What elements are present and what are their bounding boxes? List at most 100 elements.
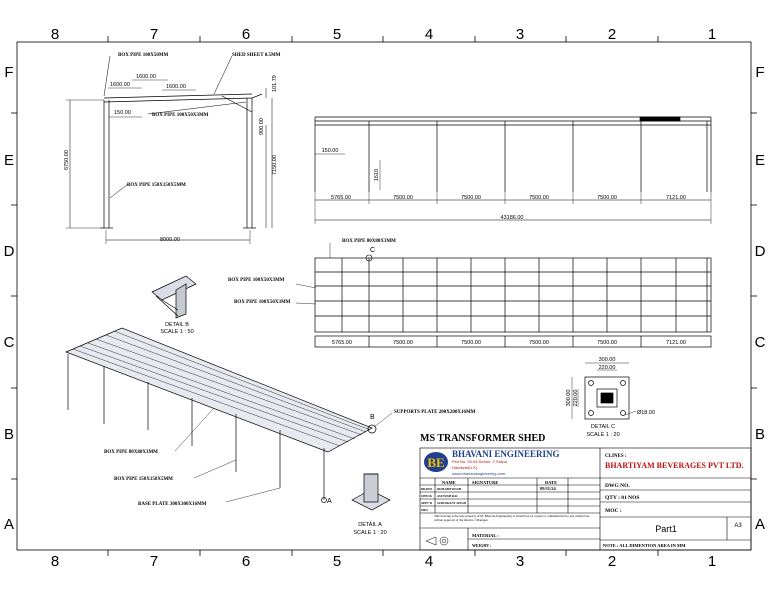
col-label-bottom-3: 3 <box>516 553 524 570</box>
detail-b-scale: SCALE 1 : 50 <box>160 329 193 335</box>
dim-150: 150.00 <box>114 110 131 116</box>
sheet-border <box>11 36 757 556</box>
col-label-top-1: 1 <box>708 26 716 43</box>
plan-view <box>295 243 712 348</box>
col-label-top-5: 5 <box>333 26 341 43</box>
plan-bay-2: 7500.00 <box>393 340 413 346</box>
ownership-note: This drawing is the sole property of M. … <box>434 515 590 522</box>
plan-bay-4: 7500.00 <box>529 340 549 346</box>
front-bay-3: 7500.00 <box>461 195 481 201</box>
moc-label: MOC : <box>605 508 622 514</box>
col-label-top-6: 6 <box>242 26 250 43</box>
label-iso-box-pipe-150: BOX PIPE 150X150X5MM <box>114 477 173 482</box>
client-name: BHARTIYAM BEVERAGES PVT LTD. <box>605 461 744 470</box>
col-label-top-8: 8 <box>51 26 59 43</box>
row-appvd-label: APPV'D <box>421 501 433 505</box>
checked-by-name: ASUTOSH RAI <box>437 494 458 498</box>
dwg-no-label: DWG NO. <box>605 483 630 489</box>
row-label-left-a: A <box>4 516 14 533</box>
detail-c-dim-dia: Ø18.00 <box>637 410 655 416</box>
front-dim-150: 150.00 <box>322 148 339 154</box>
row-label-left-f: F <box>4 64 13 81</box>
row-label-right-b: B <box>755 426 765 443</box>
plan-bay-6: 7121.00 <box>666 340 686 346</box>
detail-a-title: DETAIL A <box>358 522 382 528</box>
row-label-right-d: D <box>755 243 766 260</box>
label-base-plate: BASE PLATE 300X300X16MM <box>138 502 207 507</box>
callout-a: A <box>327 498 332 505</box>
front-bay-5: 7500.00 <box>597 195 617 201</box>
row-label-right-f: F <box>755 64 764 81</box>
col-label-bottom-5: 5 <box>333 553 341 570</box>
company-name: BHAVANI ENGINEERING <box>452 449 559 459</box>
units-note: NOTE : ALL DIMENTION AREA IN MM <box>603 543 686 548</box>
label-iso-box-pipe-80: BOX PIPE 80X80X3MM <box>104 450 158 455</box>
dim-101: 101.79 <box>272 75 278 92</box>
plan-bay-1: 5765.00 <box>332 340 352 346</box>
label-plan-box-pipe-50: BOX PIPE 100X50X3MM <box>228 278 285 283</box>
row-drawn-label: DRAWN <box>421 487 433 491</box>
sheet-size: A3 <box>734 523 742 529</box>
label-plan-box-pipe-80: BOX PIPE 80X80X3MM <box>342 239 396 244</box>
col-date-header: DATE <box>545 480 557 485</box>
weight-label: WEIGHT : <box>472 543 491 548</box>
front-total: 43186.00 <box>501 215 524 221</box>
detail-b-drawing <box>151 275 197 319</box>
col-label-top-4: 4 <box>425 26 433 43</box>
plan-bay-5: 7500.00 <box>597 340 617 346</box>
col-label-top-2: 2 <box>608 26 616 43</box>
detail-c-scale: SCALE 1 : 20 <box>586 432 619 438</box>
label-box-pipe-col: BOX PIPE 150X150X5MM <box>127 183 186 188</box>
front-bay-4: 7500.00 <box>529 195 549 201</box>
callout-b: B <box>370 414 375 421</box>
company-address-2: Haridwar(U.K) <box>452 465 478 470</box>
isometric-shed <box>65 327 393 503</box>
detail-b-title: DETAIL B <box>165 322 189 328</box>
company-website: www.bhavaniengineering.com <box>452 471 506 476</box>
col-label-bottom-8: 8 <box>51 553 59 570</box>
svg-text:BE: BE <box>427 455 444 470</box>
detail-c-drawing <box>571 362 637 420</box>
dim-7150: 7150.00 <box>272 155 278 175</box>
drawn-by-name: RISHABH SINGH <box>437 487 462 491</box>
plan-bay-3: 7500.00 <box>461 340 481 346</box>
col-label-bottom-2: 2 <box>608 553 616 570</box>
part-name: Part1 <box>655 524 677 534</box>
row-check-label: CHECK <box>421 494 433 498</box>
col-label-bottom-6: 6 <box>242 553 250 570</box>
row-label-left-d: D <box>4 243 15 260</box>
dim-1600-a: 1600.00 <box>110 82 130 88</box>
dim-8000: 8000.00 <box>160 237 180 243</box>
front-bay-6: 7121.00 <box>666 195 686 201</box>
front-view <box>314 116 712 224</box>
title-block-frame <box>419 447 752 551</box>
detail-c-dim-300v: 300.00 <box>566 390 572 407</box>
label-supports-plate: SUPPORTS PLATE 200X200X16MM <box>394 410 476 415</box>
projection-symbol <box>425 536 449 546</box>
detail-c-dim-300: 300.00 <box>599 357 616 363</box>
dim-6750: 6750.00 <box>64 150 70 170</box>
company-logo: BE <box>424 452 448 472</box>
side-elevation-view <box>66 55 273 244</box>
label-shed-sheet: SHED SHEET 0.5MM <box>232 53 281 58</box>
col-label-bottom-7: 7 <box>150 553 158 570</box>
callout-c: C <box>370 247 375 254</box>
label-plan-box-pipe-50b: BOX PIPE 100X50X3MM <box>234 300 291 305</box>
material-label: MATERIAL : <box>472 533 499 538</box>
detail-c-title: DETAIL C <box>591 424 615 430</box>
col-label-top-7: 7 <box>150 26 158 43</box>
detail-c-dim-220v: 220.00 <box>573 390 579 407</box>
front-bay-1: 5765.00 <box>331 195 351 201</box>
approved-by-name: SURYAKANT SINGH <box>437 501 467 505</box>
col-label-bottom-1: 1 <box>708 553 716 570</box>
label-box-pipe-top: BOX PIPE 100X50MM <box>118 53 169 58</box>
row-label-right-e: E <box>755 152 765 169</box>
dim-1600-c: 1600.00 <box>166 84 186 90</box>
drawing-date: 09/11/24 <box>540 486 557 491</box>
detail-c-dim-220: 220.00 <box>599 365 616 371</box>
col-name-header: NAME <box>442 480 456 485</box>
dim-1600-b: 1600.00 <box>136 74 156 80</box>
row-label-right-a: A <box>755 516 765 533</box>
